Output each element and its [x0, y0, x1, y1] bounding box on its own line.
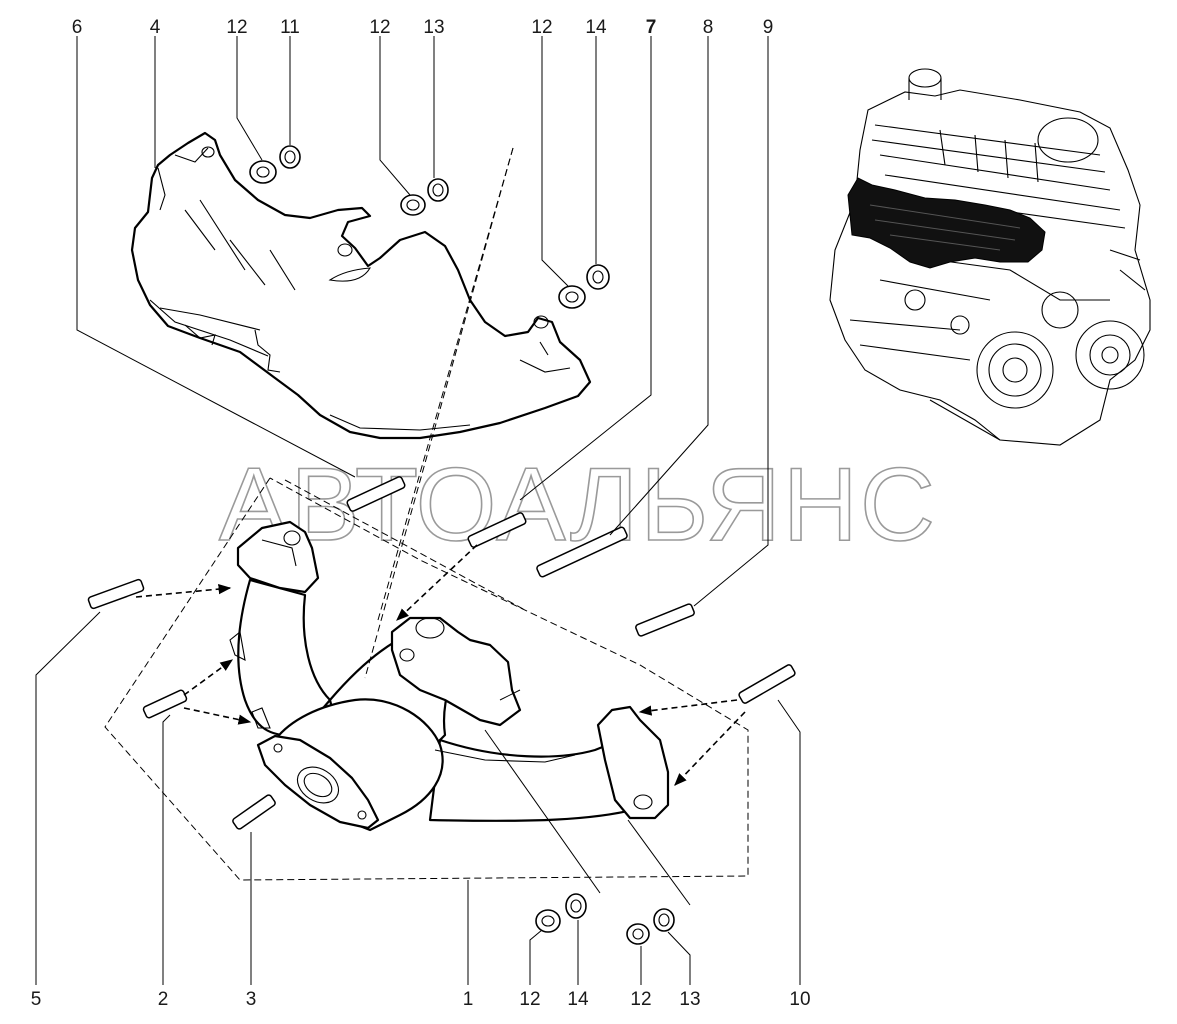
- callout-8: 8: [703, 17, 714, 38]
- stud-bolt-8: [536, 526, 628, 578]
- callout-13-top: 13: [423, 17, 444, 38]
- callout-12-top-a: 12: [226, 17, 247, 38]
- callout-1: 1: [463, 989, 474, 1010]
- callout-labels: 6 4 12 11 12 13 12 14 7 8 9 5 2 3 1 12 1…: [31, 17, 811, 1010]
- callout-14-top: 14: [585, 17, 607, 38]
- callout-12-bottom-a: 12: [519, 989, 540, 1010]
- stud-bolt-2: [142, 689, 188, 719]
- leader-lines: [35, 36, 801, 985]
- callout-7: 7: [646, 17, 657, 38]
- callout-5: 5: [31, 989, 42, 1010]
- callout-12-top-b: 12: [369, 17, 390, 38]
- washer-13-bottom: [653, 908, 675, 932]
- washer-11: [279, 145, 301, 169]
- nut-12-bottom-a: [535, 909, 561, 933]
- callout-6: 6: [72, 17, 83, 38]
- callout-3: 3: [246, 989, 257, 1010]
- nut-12-top-a: [249, 160, 277, 184]
- engine-location-thumbnail: [829, 68, 1151, 446]
- callout-12-top-c: 12: [531, 17, 552, 38]
- heat-shield: [130, 131, 592, 440]
- washer-13-top: [427, 178, 449, 202]
- stud-bolt-3: [232, 794, 276, 830]
- callout-11-top: 11: [280, 17, 300, 38]
- nut-12-bottom-b: [626, 923, 650, 945]
- nut-12-top-b: [400, 194, 426, 216]
- assembly-dashed-outline: [104, 147, 749, 881]
- callout-10: 10: [789, 989, 810, 1010]
- stud-bolt-5: [87, 578, 145, 610]
- washer-14-top: [586, 264, 610, 290]
- callout-4: 4: [150, 17, 161, 38]
- stud-bolt-10: [738, 664, 796, 704]
- watermark-text: АВТОАЛЬЯНС: [219, 447, 937, 563]
- mounting-arrows: [135, 544, 746, 786]
- highlighted-heat-shield-silhouette: [847, 177, 1046, 269]
- callout-9: 9: [763, 17, 774, 38]
- stud-bolt-7: [467, 512, 527, 548]
- callout-13-bottom: 13: [679, 989, 700, 1010]
- callout-2: 2: [158, 989, 169, 1010]
- stud-bolt-top-left: [346, 476, 406, 512]
- callout-12-bottom-b: 12: [630, 989, 651, 1010]
- callout-14-bottom: 14: [567, 989, 589, 1010]
- nut-12-top-c: [558, 285, 586, 309]
- exhaust-manifold: [229, 520, 670, 832]
- washer-14-bottom: [565, 893, 587, 919]
- stud-bolt-9: [635, 603, 695, 637]
